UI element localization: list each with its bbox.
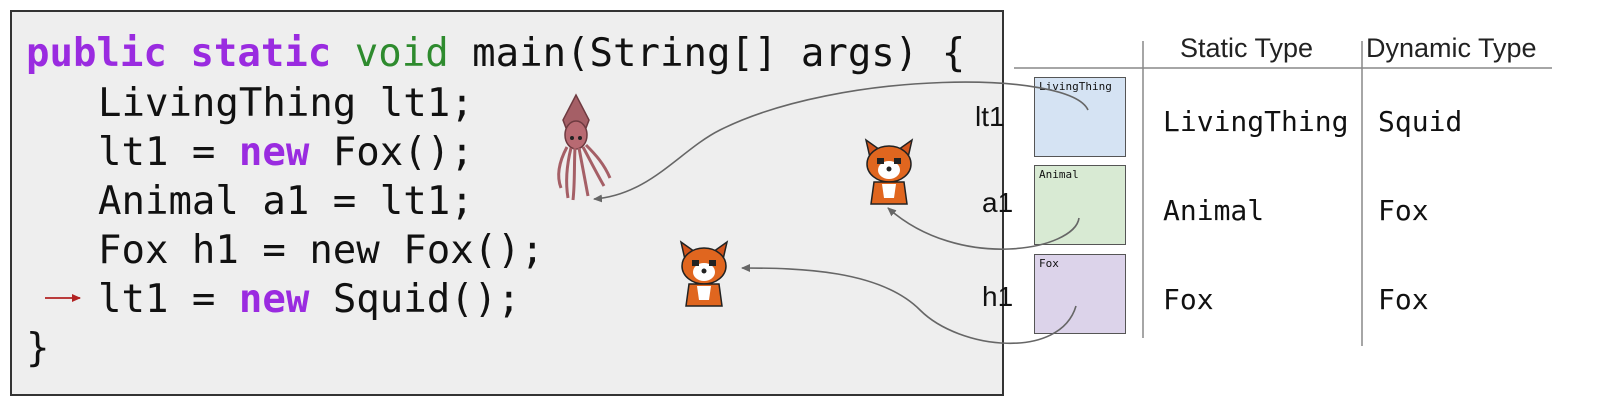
squid-icon xyxy=(557,93,612,201)
declaration-a1: Animal a1 = lt1; xyxy=(98,179,474,224)
box-h1: Fox xyxy=(1034,254,1126,334)
static-type-a1: Animal xyxy=(1163,194,1265,227)
keyword-void: void xyxy=(354,31,449,76)
code-line-1: public static void main(String[] args) { xyxy=(26,29,965,79)
var-label-a1: a1 xyxy=(982,187,1014,218)
static-type-h1: Fox xyxy=(1163,283,1214,316)
main-signature: main(String[] args) { xyxy=(448,31,966,76)
static-type-lt1: LivingThing xyxy=(1163,105,1349,138)
keyword-static: static xyxy=(190,31,332,76)
keyword-new: new xyxy=(238,130,310,175)
code-line-7: } xyxy=(26,324,49,374)
dynamic-type-lt1: Squid xyxy=(1378,105,1463,138)
header-dynamic-type: Dynamic Type xyxy=(1366,33,1537,63)
assign-suffix: Fox(); xyxy=(309,130,474,175)
code-panel: public static void main(String[] args) {… xyxy=(10,10,1004,396)
declaration-h1: Fox h1 = new Fox(); xyxy=(98,228,545,273)
box-label-a1: Animal xyxy=(1039,168,1079,181)
box-lt1: LivingThing xyxy=(1034,77,1126,157)
declaration-lt1: LivingThing lt1; xyxy=(98,81,474,126)
box-label-h1: Fox xyxy=(1039,257,1059,270)
assign-prefix: lt1 = xyxy=(98,130,239,175)
code-line-6: lt1 = new Squid(); xyxy=(26,275,521,325)
box-label-lt1: LivingThing xyxy=(1039,80,1112,93)
fox-icon xyxy=(679,240,729,307)
code-line-5: Fox h1 = new Fox(); xyxy=(26,226,544,276)
dynamic-type-h1: Fox xyxy=(1378,283,1429,316)
keyword-public: public xyxy=(26,31,167,76)
assign-suffix: Squid(); xyxy=(309,277,521,322)
pointer-h1-to-fox xyxy=(741,264,1077,345)
pointer-a1-to-fox xyxy=(887,207,1080,250)
dynamic-type-a1: Fox xyxy=(1378,194,1429,227)
code-line-3: lt1 = new Fox(); xyxy=(26,128,474,178)
code-line-2: LivingThing lt1; xyxy=(26,79,474,129)
keyword-new: new xyxy=(238,277,310,322)
box-a1: Animal xyxy=(1034,165,1126,245)
header-static-type: Static Type xyxy=(1180,33,1314,63)
pointer-lt1-to-squid xyxy=(593,81,1089,203)
assign-prefix: lt1 = xyxy=(98,277,239,322)
fox-icon xyxy=(864,138,914,205)
code-line-4: Animal a1 = lt1; xyxy=(26,177,474,227)
var-label-h1: h1 xyxy=(982,281,1014,312)
var-label-lt1: lt1 xyxy=(975,101,1005,132)
closing-brace: } xyxy=(26,326,50,371)
